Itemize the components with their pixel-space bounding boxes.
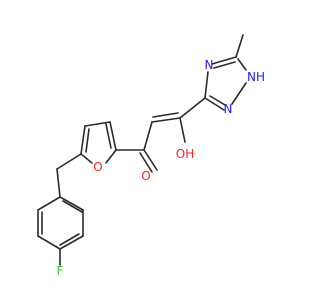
atom-n-bottom: N [224, 102, 233, 116]
bond-c3-cenol [179, 97, 206, 119]
bond-methyl [235, 34, 244, 58]
bond-n1-c5 [237, 58, 247, 71]
bond-ph-c4-c5 [37, 235, 61, 250]
bond-furan-c4-c5 [80, 125, 86, 155]
bond-c5-n4-double [213, 61, 236, 69]
bond-furan-c4-c5-double [85, 128, 90, 153]
bond-n4-c3 [204, 71, 209, 99]
bond-cvinyl-ccarbonyl [143, 121, 153, 151]
bond-furan-o-c2 [105, 149, 117, 164]
bond-furan-c2-c3 [109, 121, 117, 151]
bond-furan-c3-c4 [84, 121, 111, 127]
atom-n-top: N [205, 58, 214, 72]
bond-ph-c3-c4 [59, 235, 84, 250]
bond-carbonyl-o [143, 149, 158, 171]
atom-carbonyl-oxygen: O [141, 169, 150, 183]
bond-c3-n2-double [209, 95, 226, 106]
atom-hydroxyl: OH [176, 147, 194, 161]
bond-cenol-cvinyl-double [152, 112, 179, 118]
bond-c3-n2 [204, 97, 225, 111]
molecule-diagram: N NH N OH O O F [37, 34, 265, 278]
bond-c5-n4 [211, 56, 237, 65]
bond-ph-c3-c4-inner [59, 233, 80, 246]
atom-nh: NH [247, 70, 265, 84]
structure-drawing: N NH N OH O O F [37, 34, 265, 278]
bond-ph-c1-c2 [59, 196, 84, 211]
bond-ph-c1-c2-inner [62, 200, 83, 213]
bond-furan-c2-c3-double [105, 123, 112, 149]
bond-cenol-cvinyl [151, 117, 181, 123]
atom-furan-oxygen: O [93, 160, 102, 174]
bond-furan-ch2 [56, 153, 82, 170]
bond-ch2-phenyl [56, 168, 61, 198]
bond-furan-c5-o [80, 153, 93, 164]
bond-cenol-oh [179, 117, 186, 143]
bond-ph-c6-c1 [37, 196, 61, 211]
atom-fluorine: F [57, 264, 64, 278]
bond-n2-n1 [231, 82, 247, 105]
bond-carbonyl-o-double [139, 152, 153, 173]
